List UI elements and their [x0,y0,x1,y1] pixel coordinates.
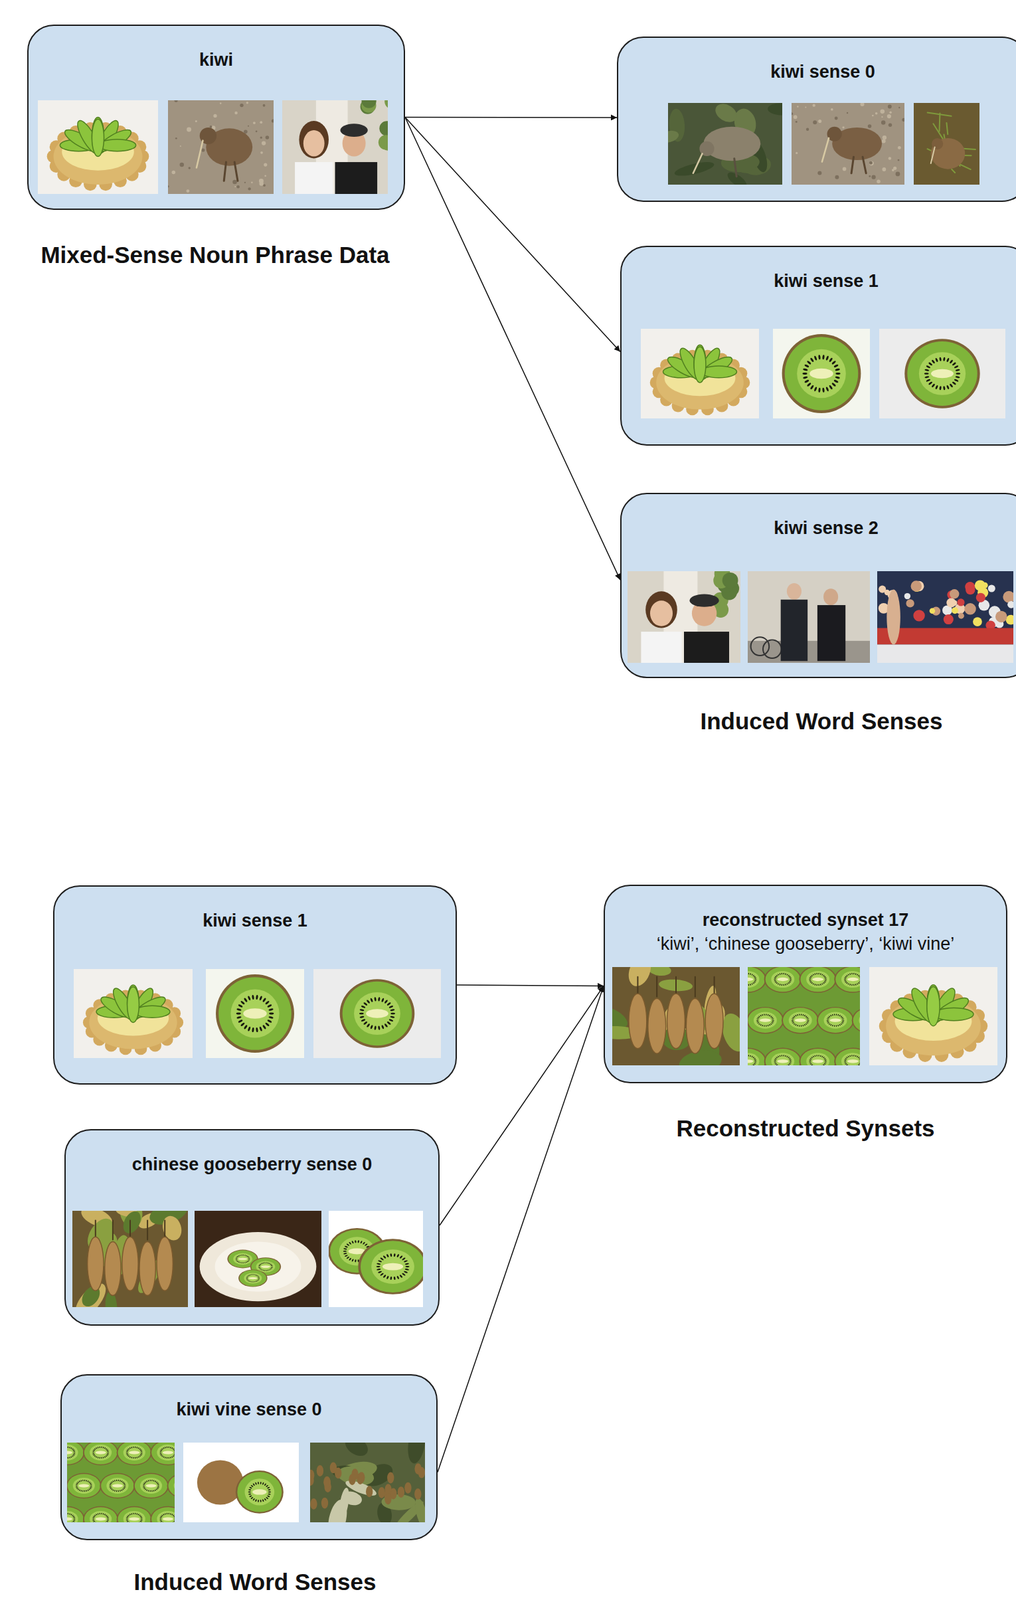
sense-box: kiwi sense 0 [616,36,1016,202]
sense-box: kiwi [27,24,406,210]
arrow-connector [405,117,621,581]
arrow-connector [456,984,604,986]
photo-thumbnail [37,100,159,194]
box-title: kiwi sense 2 [773,516,879,540]
box-title: kiwi sense 1 [773,269,879,293]
box-title: chinese gooseberry sense 0 [132,1152,373,1176]
sense-box: kiwi sense 2 [620,492,1016,678]
photo-thumbnail [869,966,998,1066]
photo-thumbnail [772,328,870,419]
photo-thumbnail [657,100,796,192]
box-title: kiwi sense 1 [202,909,308,932]
sense-box: kiwi sense 1 [53,885,457,1085]
arrow-connector [437,985,604,1472]
photo-thumbnail [747,571,870,663]
photo-thumbnail [306,1422,430,1541]
arrow-connector [405,117,621,352]
photo-thumbnail [594,952,752,1078]
photo-thumbnail [194,1210,322,1307]
photo-thumbnail [166,98,275,194]
photo-thumbnail [282,93,400,194]
arrow-connector [405,116,617,119]
photo-thumbnail [790,102,906,185]
photo-thumbnail [73,968,193,1058]
box-title: kiwi [199,48,234,72]
photo-thumbnail [627,565,741,663]
photo-thumbnail [913,102,980,185]
photo-thumbnail [183,1442,299,1523]
synset-members: ‘kiwi’, ‘chinese gooseberry’, ‘kiwi vine… [656,932,955,955]
photo-thumbnail [729,965,890,1075]
photo-thumbnail [69,1194,191,1323]
photo-thumbnail [205,968,305,1058]
photo-thumbnail [328,1210,428,1307]
section-label: Induced Word Senses [700,707,943,735]
box-title: reconstructed synset 17 [702,908,910,932]
sense-box: kiwi vine sense 0 [60,1373,438,1540]
section-label: Mixed-Sense Noun Phrase Data [40,241,390,269]
photo-thumbnail [879,328,1006,419]
box-title: kiwi vine sense 0 [175,1397,322,1421]
photo-thumbnail [49,1439,203,1532]
photo-thumbnail [877,571,1016,663]
section-label: Induced Word Senses [134,1568,377,1596]
sense-box: chinese gooseberry sense 0 [64,1128,440,1326]
photo-thumbnail [640,328,760,419]
section-label: Reconstructed Synsets [676,1114,935,1142]
arrow-connector [439,985,604,1226]
photo-thumbnail [313,968,441,1058]
box-title: kiwi sense 0 [770,60,876,84]
sense-box: kiwi sense 1 [620,245,1016,446]
sense-box: reconstructed synset 17‘kiwi’, ‘chinese … [603,884,1008,1084]
